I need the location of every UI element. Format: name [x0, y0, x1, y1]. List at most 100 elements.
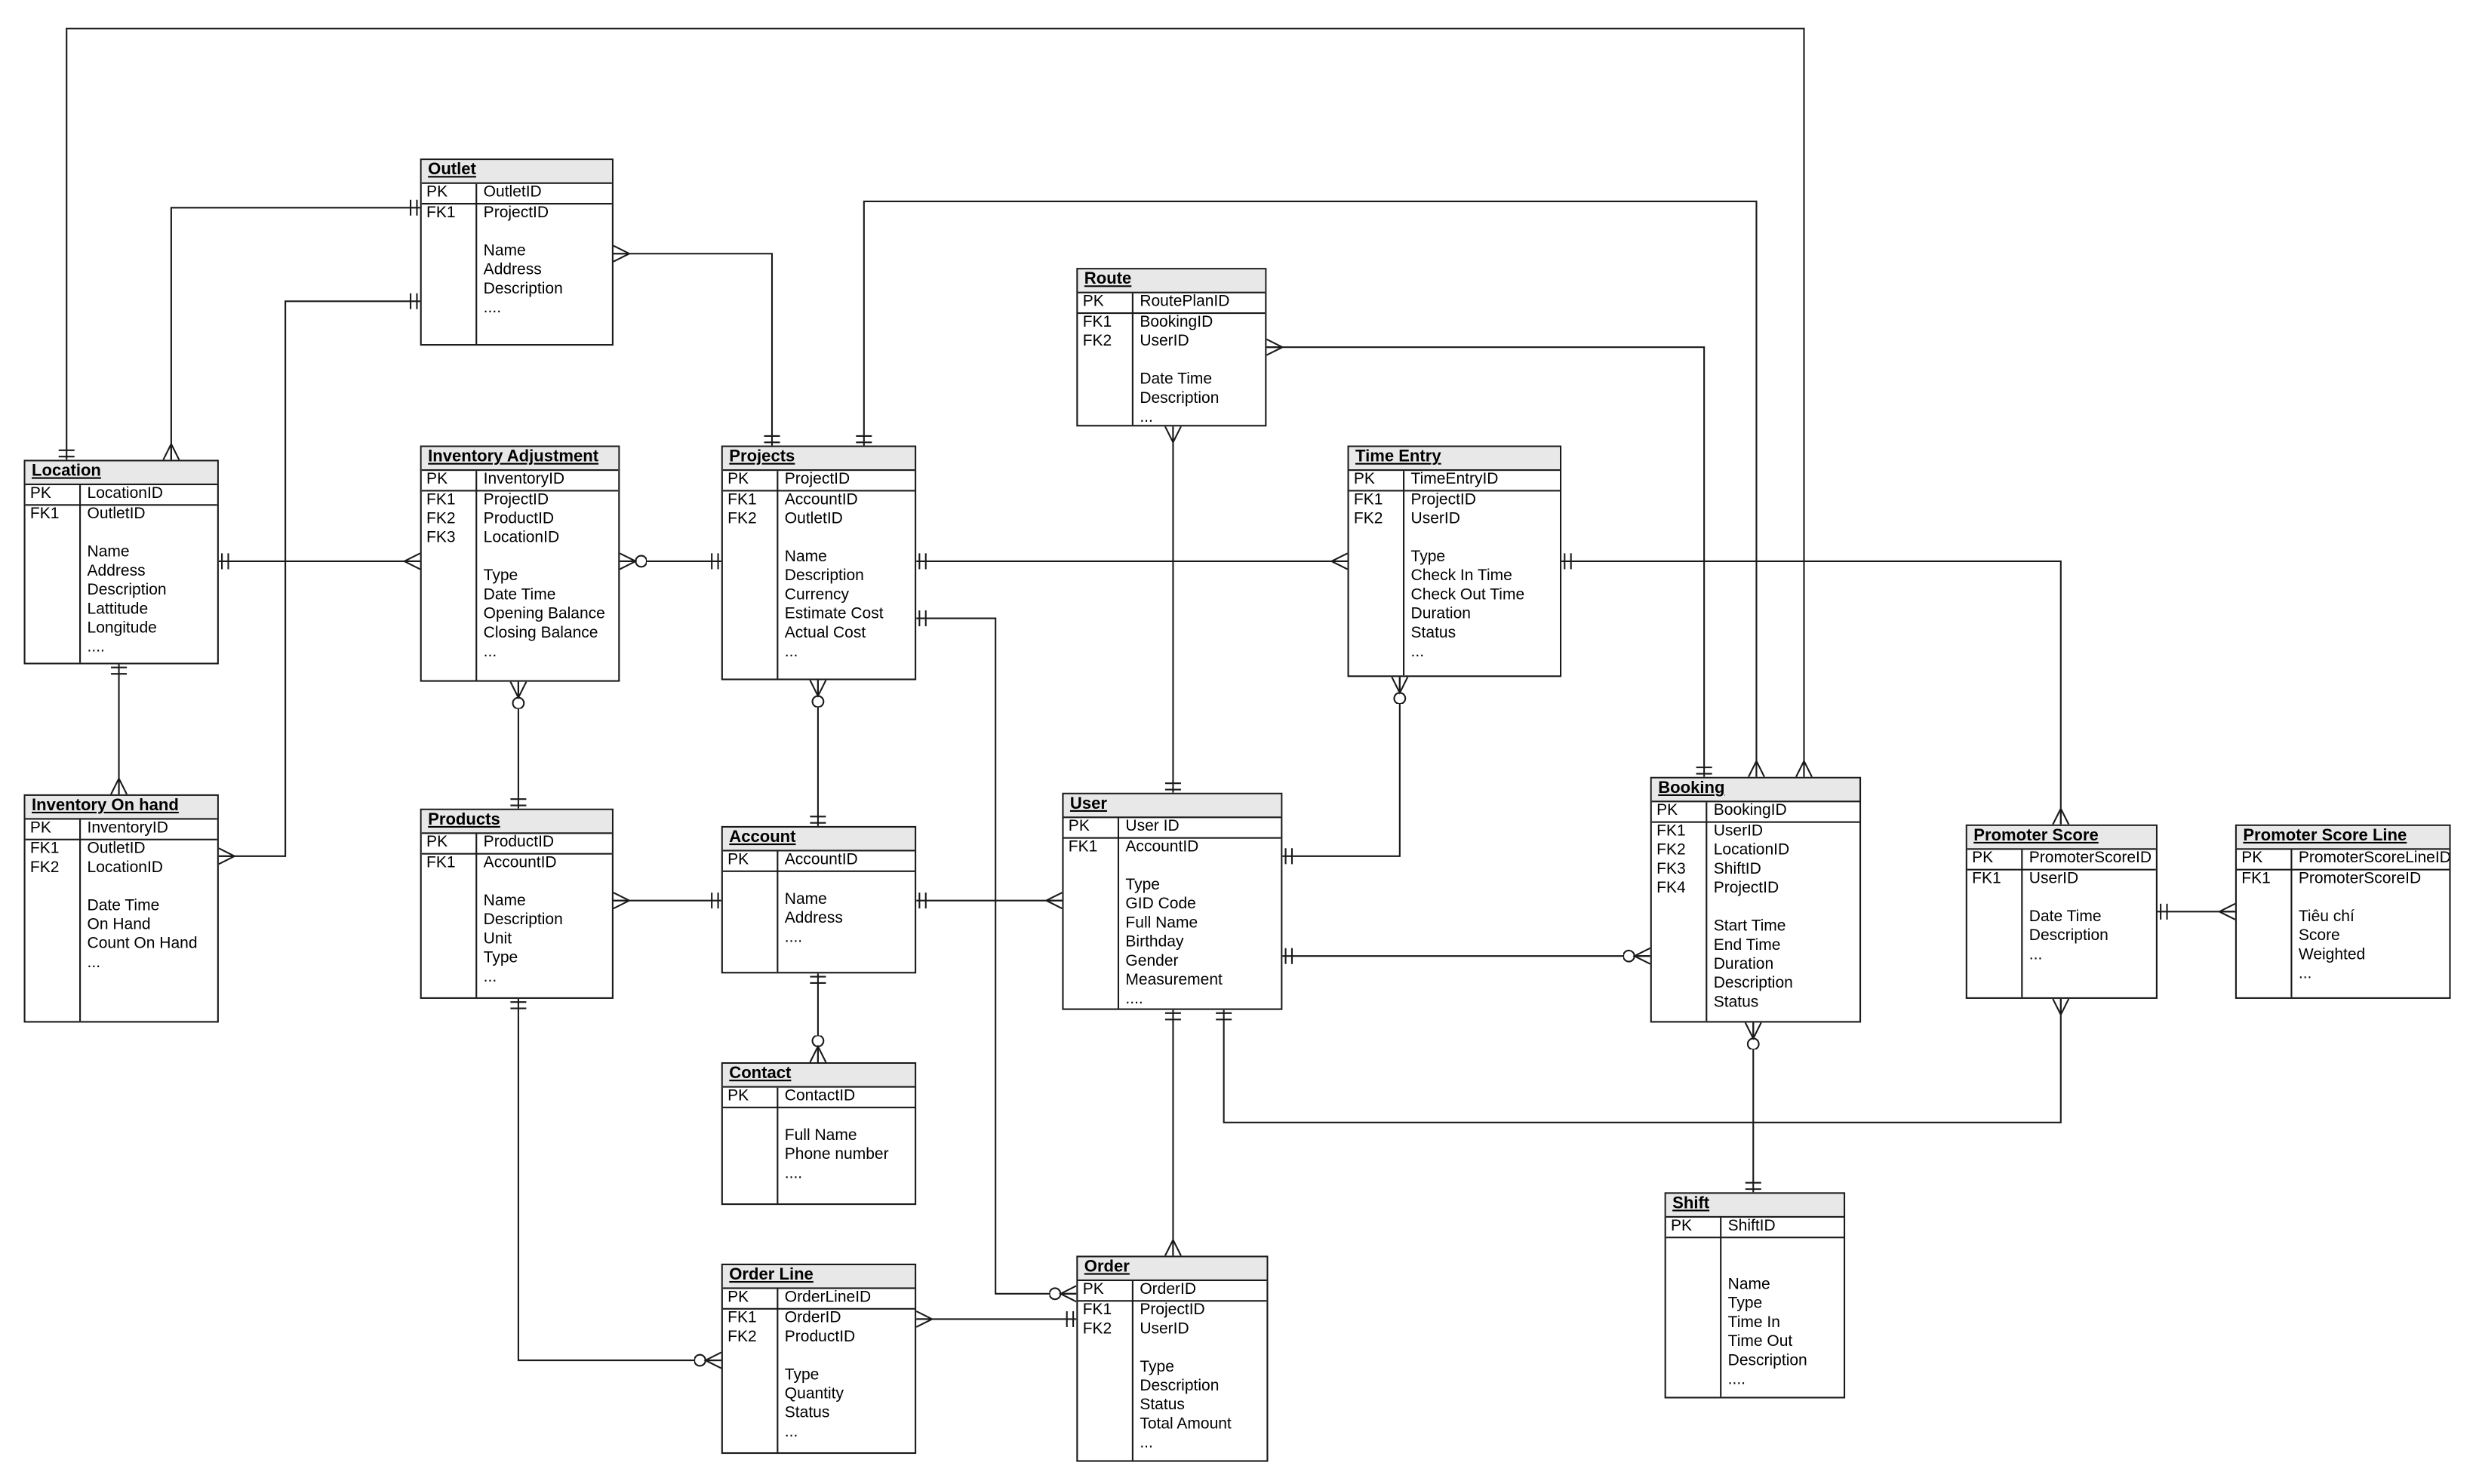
- key-label: [1078, 371, 1131, 390]
- key-column-divider: [79, 819, 82, 1022]
- key-label: PK: [1671, 1217, 1693, 1236]
- key-label: [1064, 915, 1118, 934]
- field-row: ....: [26, 639, 217, 658]
- field-row: Actual Cost: [723, 625, 915, 644]
- key-label: [1078, 409, 1131, 425]
- key-label: [1666, 1238, 1720, 1257]
- field-row: ...: [1967, 947, 2156, 966]
- field-row: Start Time: [1652, 918, 1859, 937]
- spacer-row: [26, 525, 217, 544]
- field-name: ProjectID: [483, 204, 549, 223]
- field-name: OutletID: [87, 840, 146, 858]
- key-label: [1078, 1396, 1131, 1415]
- key-label: FK2: [29, 859, 60, 877]
- field-name: ProjectID: [483, 491, 549, 509]
- key-label: PK: [1068, 818, 1090, 836]
- field-row: Full Name: [723, 1127, 915, 1146]
- key-label: [26, 563, 79, 582]
- field-name: User ID: [1125, 818, 1180, 836]
- field-name: Description: [2029, 927, 2109, 945]
- field-name: Address: [483, 261, 542, 279]
- field-name: BookingID: [1140, 314, 1213, 332]
- field-name: LocationID: [87, 485, 163, 503]
- key-column-divider: [475, 183, 478, 345]
- field-name: Total Amount: [1140, 1415, 1232, 1433]
- field-name: ....: [784, 1165, 803, 1183]
- key-label: FK1: [1656, 822, 1686, 840]
- field-name: OrderID: [1140, 1281, 1197, 1299]
- key-label: [1967, 947, 2021, 966]
- key-column-divider: [1131, 293, 1133, 426]
- key-label: [1652, 994, 1706, 1013]
- field-row: Duration: [1652, 956, 1859, 975]
- field-name: Full Name: [1125, 914, 1198, 932]
- key-label: [26, 878, 79, 897]
- key-label: [26, 954, 79, 973]
- field-name: Type: [1140, 1358, 1174, 1377]
- key-label: PK: [1082, 293, 1104, 311]
- key-label: [422, 911, 475, 930]
- entity-title-booking: Booking: [1651, 778, 1860, 803]
- field-name: Unit: [483, 930, 512, 948]
- field-row: Description: [1078, 1378, 1266, 1396]
- field-name: ProjectID: [1713, 880, 1779, 898]
- key-label: PK: [727, 471, 749, 489]
- field-name: Type: [1410, 548, 1446, 567]
- key-label: FK1: [426, 491, 456, 509]
- key-label: [1349, 625, 1403, 644]
- key-label: [26, 582, 79, 601]
- field-name: UserID: [2029, 870, 2079, 888]
- field-name: Check Out Time: [1410, 586, 1525, 604]
- relationship-projects--order: [916, 619, 1076, 1294]
- key-label: [723, 567, 777, 586]
- field-name: InventoryID: [483, 471, 565, 489]
- field-row: Description: [26, 582, 217, 601]
- field-row: Type: [723, 1366, 915, 1385]
- field-name: GID Code: [1125, 896, 1196, 914]
- key-label: [422, 567, 475, 586]
- key-label: FK1: [1972, 870, 2001, 888]
- key-label: [1349, 548, 1403, 567]
- key-label: FK1: [1082, 1301, 1112, 1320]
- key-label: [422, 606, 475, 625]
- key-label: [1064, 991, 1118, 1008]
- field-row: Currency: [723, 587, 915, 606]
- field-row: ...: [1078, 1435, 1266, 1454]
- key-label: [1349, 530, 1403, 548]
- key-label: FK4: [1656, 880, 1686, 898]
- key-label: [26, 601, 79, 619]
- field-name: Description: [1140, 1378, 1220, 1396]
- field-row: Longitude: [26, 620, 217, 639]
- field-row: Type: [1349, 548, 1560, 567]
- relationship-projects--booking: [864, 200, 1757, 777]
- field-name: Description: [483, 280, 563, 299]
- key-label: PK: [727, 1087, 749, 1105]
- field-name: ShiftID: [1727, 1217, 1776, 1236]
- key-label: [26, 525, 79, 544]
- field-name: Date Time: [483, 586, 556, 604]
- field-row: Description: [1666, 1353, 1844, 1372]
- field-row: Duration: [1349, 606, 1560, 625]
- field-row: Date Time: [1078, 371, 1265, 390]
- key-label: FK2: [1353, 510, 1383, 528]
- field-name: Closing Balance: [483, 624, 598, 643]
- field-name: Check In Time: [1410, 567, 1512, 585]
- key-label: [1349, 606, 1403, 625]
- field-name: Birthday: [1125, 933, 1184, 951]
